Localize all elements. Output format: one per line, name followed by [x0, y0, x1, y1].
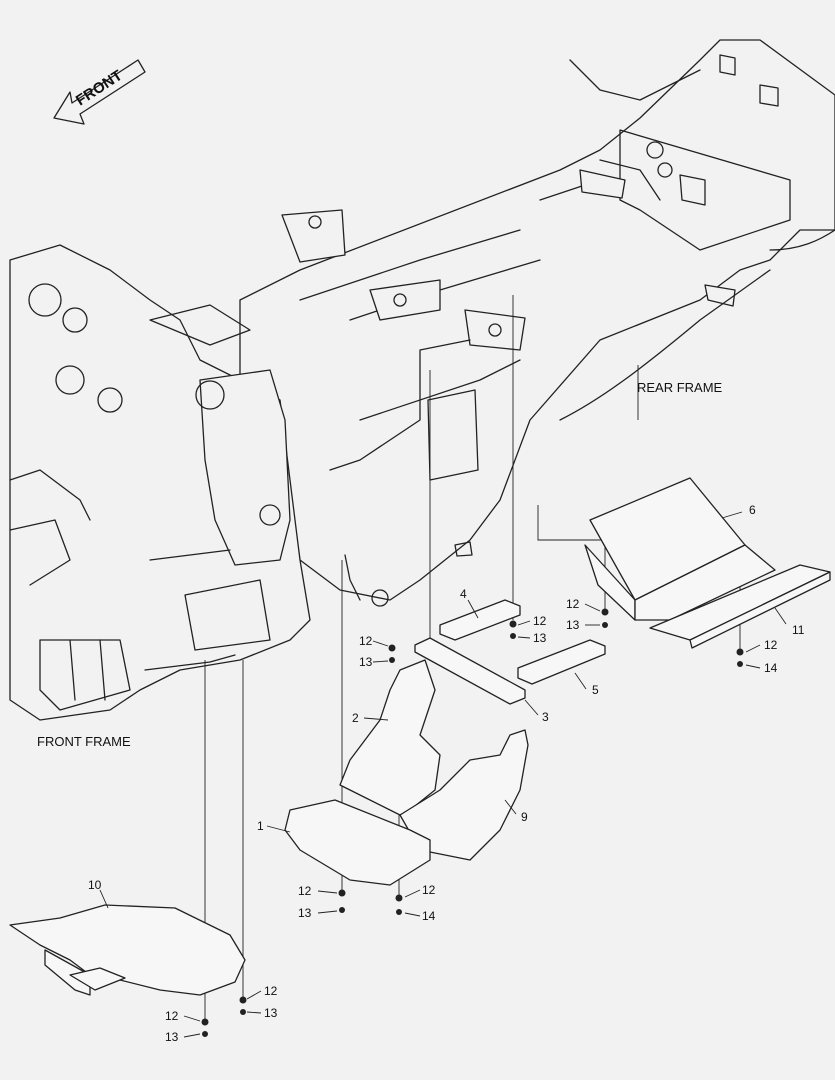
- callout-13-h: 13: [165, 1030, 179, 1044]
- callout-2: 2: [352, 711, 359, 725]
- front-frame-label: FRONT FRAME: [37, 734, 131, 749]
- part-1-plate: [284, 799, 431, 886]
- callout-3: 3: [542, 710, 549, 724]
- rear-frame-window: [427, 389, 479, 481]
- callout-13-b: 13: [533, 631, 547, 645]
- callout-numbers: 6 11 4 5 3 2 9 1 10 12 13 12 13 12 13 12…: [88, 503, 805, 1044]
- fasteners: [201, 608, 744, 1037]
- rear-frame: [239, 39, 835, 607]
- callout-12-h: 12: [165, 1009, 179, 1023]
- part-6-cover: [584, 477, 776, 621]
- part-9-guard: [399, 729, 529, 861]
- callout-13-a: 13: [359, 655, 373, 669]
- callout-4: 4: [460, 587, 467, 601]
- callout-14-a: 14: [764, 661, 778, 675]
- callout-12-f: 12: [422, 883, 436, 897]
- callout-9: 9: [521, 810, 528, 824]
- callout-12-g: 12: [264, 984, 278, 998]
- callout-13-c: 13: [566, 618, 580, 632]
- part-10-cover: [9, 904, 246, 996]
- callout-12-d: 12: [764, 638, 778, 652]
- callout-5: 5: [592, 683, 599, 697]
- callout-14-b: 14: [422, 909, 436, 923]
- callout-13-e: 13: [298, 906, 312, 920]
- part-11-channel: [649, 564, 831, 649]
- callout-12-e: 12: [298, 884, 312, 898]
- front-direction-arrow: FRONT: [53, 59, 146, 125]
- part-2-guard: [339, 659, 441, 816]
- front-frame: [9, 244, 311, 721]
- rear-frame-label: REAR FRAME: [637, 380, 723, 395]
- part-3-strip: [414, 637, 526, 705]
- callout-11: 11: [792, 623, 805, 637]
- callout-1: 1: [257, 819, 264, 833]
- front-arrow-shape: [53, 59, 146, 125]
- front-frame-box: [184, 579, 271, 651]
- callout-6: 6: [749, 503, 756, 517]
- callout-10: 10: [88, 878, 102, 892]
- part-5-bracket: [517, 639, 606, 685]
- callout-12-c: 12: [566, 597, 580, 611]
- part-4-bracket: [439, 599, 521, 641]
- front-frame-upright-plate: [199, 369, 291, 566]
- callout-12-b: 12: [533, 614, 547, 628]
- rear-frame-top-plate: [619, 129, 791, 251]
- callout-13-g: 13: [264, 1006, 278, 1020]
- callout-leaders: [99, 511, 787, 1038]
- rear-frame-body: [239, 39, 835, 601]
- callout-12-a: 12: [359, 634, 373, 648]
- rear-mount-block: [281, 209, 346, 263]
